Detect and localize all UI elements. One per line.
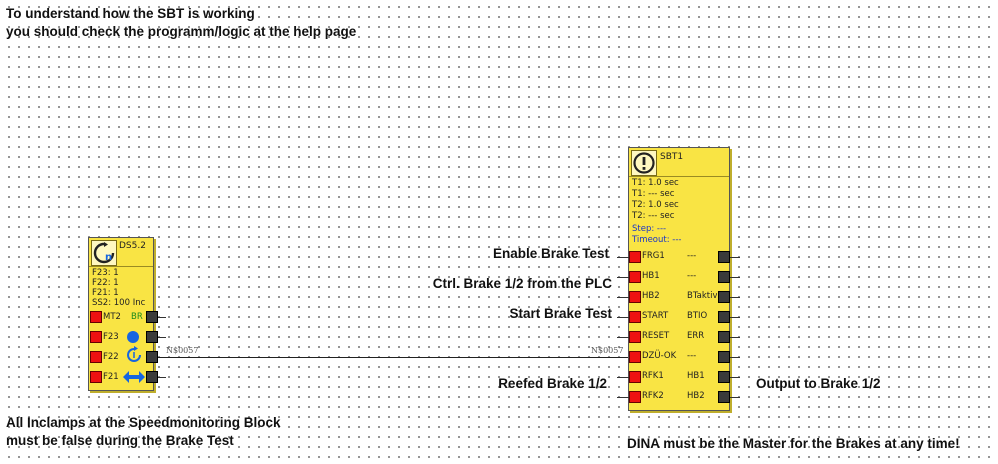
speed-dial-icon: n: [91, 240, 117, 266]
svg-text:n: n: [105, 252, 112, 263]
ds-output-pin-2[interactable]: [146, 331, 158, 343]
sbt-input-stub-2: [617, 277, 629, 278]
sbt-status-step: Step: ---: [632, 224, 667, 234]
sbt-output-stub-8: [730, 397, 740, 398]
bottom-right-note: DINA must be the Master for the Brakes a…: [627, 436, 960, 451]
sbt-input-pin-frg1[interactable]: [629, 251, 641, 263]
sbt-input-reset-label: RESET: [642, 331, 670, 341]
sbt-output-pin-err[interactable]: [718, 331, 730, 343]
sbt-output-err-label: ERR: [687, 331, 705, 341]
top-note-line1: To understand how the SBT is working: [6, 6, 255, 21]
sbt-param-t2-a: T2: 1.0 sec: [632, 200, 679, 210]
sbt-output-pin-btaktiv[interactable]: [718, 291, 730, 303]
sbt-output-pin-1[interactable]: [718, 251, 730, 263]
ds-param-f22: F22: 1: [92, 278, 119, 288]
sbt-output-hb1-label: HB1: [687, 371, 705, 381]
label-enable-brake-test: Enable Brake Test: [492, 246, 609, 261]
ds-input-pin-f23[interactable]: [90, 331, 102, 343]
label-output-brake: Output to Brake 1/2: [756, 376, 881, 391]
sbt-input-rfk1-label: RFK1: [642, 371, 664, 381]
sbt-output-stub-2: [730, 277, 740, 278]
ds-output-pin-1[interactable]: [146, 311, 158, 323]
sbt-output-stub-3: [730, 297, 740, 298]
bottom-left-note-line1: All Inclamps at the Speedmonitoring Bloc…: [6, 415, 281, 430]
ds-output-stub-4: [158, 377, 166, 378]
sbt-output-pin-2[interactable]: [718, 271, 730, 283]
sbt-input-pin-rfk1[interactable]: [629, 371, 641, 383]
sbt-input-stub-7: [617, 377, 629, 378]
sbt-param-t1-b: T1: --- sec: [632, 189, 675, 199]
ds-output-br-label: BR: [131, 312, 143, 322]
sbt-output-2-label: ---: [687, 271, 697, 281]
sbt-output-stub-1: [730, 257, 740, 258]
ds-input-pin-mt2[interactable]: [90, 311, 102, 323]
sbt-output-6-label: ---: [687, 351, 697, 361]
sbt-input-pin-hb1[interactable]: [629, 271, 641, 283]
sbt-input-stub-3: [617, 297, 629, 298]
sbt-output-pin-6[interactable]: [718, 351, 730, 363]
sbt-input-hb2-label: HB2: [642, 291, 660, 301]
warning-exclamation-icon: [631, 150, 657, 176]
sbt-input-start-label: START: [642, 311, 669, 321]
ds-output-pin-4[interactable]: [146, 371, 158, 383]
ds-block[interactable]: n DS5.2 F23: 1 F22: 1 F21: 1 SS2: 100 In…: [88, 237, 154, 391]
sbt-input-stub-5: [617, 337, 629, 338]
sbt-output-stub-4: [730, 317, 740, 318]
sbt-input-stub-1: [617, 257, 629, 258]
ds-block-header: n DS5.2: [89, 238, 153, 267]
ds-input-f22-label: F22: [103, 352, 119, 362]
sbt-output-hb2-label: HB2: [687, 391, 705, 401]
ds-param-f21: F21: 1: [92, 288, 119, 298]
sbt-output-1-label: ---: [687, 251, 697, 261]
ds-input-f23-label: F23: [103, 332, 119, 342]
sbt-input-rfk2-label: RFK2: [642, 391, 664, 401]
sbt-input-pin-hb2[interactable]: [629, 291, 641, 303]
sbt-input-pin-dzu-ok[interactable]: [629, 351, 641, 363]
sbt-output-stub-7: [730, 377, 740, 378]
net-label-right: N$0057: [591, 346, 624, 355]
net-label-left: N$0057: [166, 346, 199, 355]
top-note-line2: you should check the programm/logic at t…: [6, 24, 357, 39]
sbt-block[interactable]: SBT1 T1: 1.0 sec T1: --- sec T2: 1.0 sec…: [628, 147, 730, 411]
label-reefed-brake: Reefed Brake 1/2: [498, 376, 607, 391]
sbt-input-pin-reset[interactable]: [629, 331, 641, 343]
net-wire[interactable]: [153, 357, 629, 358]
ds-block-name: DS5.2: [119, 241, 146, 251]
bottom-left-note-line2: must be false during the Brake Test: [6, 433, 234, 448]
sbt-output-pin-btio[interactable]: [718, 311, 730, 323]
sbt-output-btio-label: BTIO: [687, 311, 708, 321]
rotation-icon: [125, 346, 143, 364]
sbt-output-stub-6: [730, 357, 740, 358]
sbt-input-pin-rfk2[interactable]: [629, 391, 641, 403]
sbt-input-frg1-label: FRG1: [642, 251, 665, 261]
sbt-input-stub-8: [617, 397, 629, 398]
ds-output-pin-3[interactable]: [146, 351, 158, 363]
sbt-input-stub-4: [617, 317, 629, 318]
ds-param-f23: F23: 1: [92, 268, 119, 278]
ds-input-mt2-label: MT2: [103, 312, 121, 322]
sbt-block-header: SBT1: [629, 148, 729, 177]
sbt-status-timeout: Timeout: ---: [632, 235, 682, 245]
label-start-brake-test: Start Brake Test: [509, 306, 612, 321]
label-ctrl-brake: Ctrl. Brake 1/2 from the PLC: [432, 276, 612, 291]
ds-input-pin-f21[interactable]: [90, 371, 102, 383]
ds-param-ss2: SS2: 100 Inc: [92, 298, 146, 308]
ds-input-f21-label: F21: [103, 372, 119, 382]
sbt-input-pin-start[interactable]: [629, 311, 641, 323]
sbt-output-btaktiv-label: BTaktiv: [687, 291, 717, 301]
blue-dot-icon: [127, 331, 139, 343]
ds-output-stub-1: [158, 317, 166, 318]
sbt-block-name: SBT1: [660, 152, 684, 162]
sbt-param-t1-a: T1: 1.0 sec: [632, 178, 679, 188]
ds-input-pin-f22[interactable]: [90, 351, 102, 363]
sbt-output-stub-5: [730, 337, 740, 338]
sbt-input-hb1-label: HB1: [642, 271, 660, 281]
sbt-output-pin-hb1[interactable]: [718, 371, 730, 383]
sbt-input-dzu-ok-label: DZÜ-OK: [642, 351, 677, 361]
double-arrow-icon: [123, 370, 145, 383]
ds-output-stub-2: [158, 337, 166, 338]
sbt-output-pin-hb2[interactable]: [718, 391, 730, 403]
sbt-param-t2-b: T2: --- sec: [632, 211, 675, 221]
